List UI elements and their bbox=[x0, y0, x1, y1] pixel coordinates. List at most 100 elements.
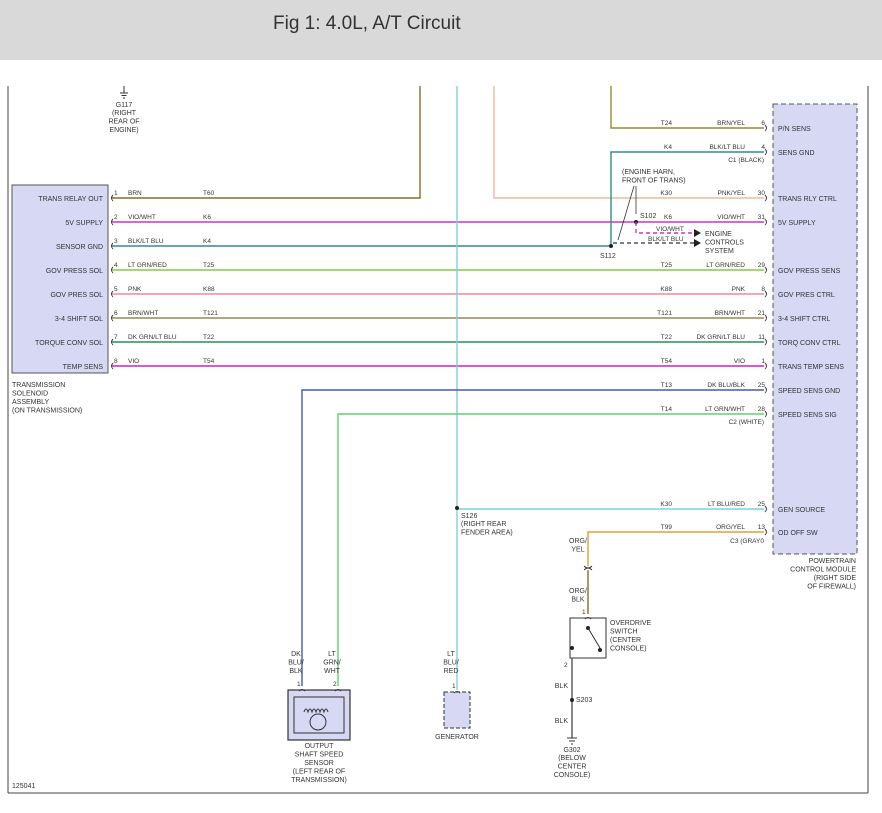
pcm-pin-name: SENS GND bbox=[778, 150, 815, 157]
od-switch-pin2: 2 bbox=[564, 662, 568, 669]
speed-sensor-rotor bbox=[309, 713, 327, 731]
od-switch-contact bbox=[570, 646, 574, 650]
ground-g117-desc: REAR OF bbox=[108, 119, 139, 126]
pcm-pin-name: 3-4 SHIFT CTRL bbox=[778, 316, 830, 323]
engine-controls-wire1: VIO/WHT bbox=[656, 226, 684, 233]
pcm-pin-number: 21 bbox=[758, 310, 766, 317]
wire-circuit-label: T14 bbox=[661, 406, 673, 413]
od-wire-mid-color: ORG/ bbox=[569, 588, 587, 595]
wire-color-label: LT GRN/RED bbox=[128, 262, 167, 269]
splice-s203 bbox=[570, 698, 574, 702]
solenoid-connector-mark bbox=[111, 194, 114, 202]
solenoid-connector-mark bbox=[111, 218, 114, 226]
wire-circuit-label: T121 bbox=[203, 310, 218, 317]
wire-color-label: PNK bbox=[128, 286, 142, 293]
pcm-pin-number: 30 bbox=[758, 190, 766, 197]
figure-header: Fig 1: 4.0L, A/T Circuit bbox=[0, 0, 882, 60]
speed-sensor-label: TRANSMISSION) bbox=[291, 777, 347, 784]
wire-circuit-label: T22 bbox=[661, 334, 673, 341]
speed-sensor-wire2-color: WHT bbox=[324, 668, 341, 675]
figure-id: 125041 bbox=[12, 783, 35, 790]
pcm-pin-name: P/N SENS bbox=[778, 126, 811, 133]
wire-circuit-label: T60 bbox=[203, 190, 215, 197]
wire-color-label: PNK/YEL bbox=[718, 190, 746, 197]
pcm-connector-mark bbox=[764, 148, 767, 156]
pcm-pin-name: SPEED SENS GND bbox=[778, 388, 840, 395]
arrowhead bbox=[694, 239, 701, 247]
pcm-connector-mark bbox=[764, 505, 767, 513]
splice-s126 bbox=[455, 506, 459, 510]
wire-circuit-label: T13 bbox=[661, 382, 673, 389]
od-switch-pin1-mark bbox=[584, 617, 592, 620]
solenoid-pin-number: 5 bbox=[114, 286, 118, 293]
od-wire-top-color: ORG/ bbox=[569, 538, 587, 545]
od-wire-blk2: BLK bbox=[555, 718, 569, 725]
generator-pin: 1 bbox=[452, 683, 456, 690]
pcm-label: OF FIREWALL) bbox=[807, 584, 856, 591]
solenoid-assembly-label: (ON TRANSMISSION) bbox=[12, 408, 82, 415]
pcm-connector-mark bbox=[764, 124, 767, 132]
solenoid-pin-name: 5V SUPPLY bbox=[65, 220, 103, 227]
pcm-pin-number: 11 bbox=[758, 334, 765, 341]
pcm-connector-c2: C2 (WHITE) bbox=[729, 419, 764, 426]
overdrive-switch-box bbox=[569, 617, 607, 659]
pcm-pin-name: TORQ CONV CTRL bbox=[778, 340, 841, 347]
pcm-pin-number: 25 bbox=[758, 501, 766, 508]
splice-s112 bbox=[609, 244, 613, 248]
solenoid-connector-mark bbox=[111, 242, 114, 250]
speed-sensor-label: (LEFT REAR OF bbox=[293, 769, 345, 776]
wire-trans-rly-ctrl bbox=[493, 86, 764, 199]
figure-title: Fig 1: 4.0L, A/T Circuit bbox=[273, 13, 461, 34]
note-arrow bbox=[617, 185, 635, 241]
engine-controls-label: ENGINE bbox=[705, 231, 732, 238]
solenoid-connector-mark bbox=[111, 314, 114, 322]
pcm-pin-name: 5V SUPPLY bbox=[778, 220, 816, 227]
pcm-label: POWERTRAIN bbox=[809, 558, 856, 565]
wire-circuit-label: K4 bbox=[664, 144, 672, 151]
generator-box bbox=[443, 691, 471, 729]
wire-color-label: VIO bbox=[128, 358, 139, 365]
wire-circuit-label: K30 bbox=[660, 501, 672, 508]
solenoid-pin-number: 1 bbox=[114, 190, 118, 197]
generator-wire-color: BLU/ bbox=[443, 660, 459, 667]
engine-harness-note: (ENGINE HARN, bbox=[622, 169, 675, 176]
ground-g117-desc: ENGINE) bbox=[109, 127, 138, 134]
overdrive-switch-label: OVERDRIVE bbox=[610, 620, 652, 627]
pcm-connector-mark bbox=[764, 218, 767, 226]
ground-g117-id: G117 bbox=[116, 102, 133, 109]
wire-circuit-label: K6 bbox=[664, 214, 672, 221]
generator-pin-mark bbox=[453, 691, 461, 694]
wire-color-label: VIO bbox=[734, 358, 745, 365]
wire-circuit-label: T54 bbox=[661, 358, 673, 365]
splice-s126-desc: (RIGHT REAR bbox=[461, 521, 506, 528]
pcm-connector-mark bbox=[764, 290, 767, 298]
pcm-connector-mark bbox=[764, 362, 767, 370]
speed-sensor-pin1: 1 bbox=[297, 681, 301, 688]
wire-circuit-label: K30 bbox=[660, 190, 672, 197]
speed-sensor-box bbox=[287, 689, 351, 741]
pcm-pin-number: 13 bbox=[758, 524, 766, 531]
splice-s126-desc: FENDER AREA) bbox=[461, 530, 513, 537]
wire-circuit-label: T99 bbox=[661, 524, 673, 531]
solenoid-pin-number: 4 bbox=[114, 262, 118, 269]
wire-color-label: BRN/WHT bbox=[715, 310, 745, 317]
speed-sensor-wire2-color: LT bbox=[328, 651, 336, 658]
speed-sensor-label: SENSOR bbox=[304, 760, 334, 767]
solenoid-pin-name: TEMP SENS bbox=[63, 364, 104, 371]
generator-wire-color: LT bbox=[447, 651, 455, 658]
wire-sens-gnd bbox=[610, 151, 764, 246]
wire-color-label: ORG/YEL bbox=[716, 524, 745, 531]
wire-color-label: BRN bbox=[128, 190, 142, 197]
wire-circuit-label: K6 bbox=[203, 214, 211, 221]
speed-sensor-coil bbox=[303, 708, 329, 714]
speed-sensor-wire2-color: GRN/ bbox=[323, 660, 341, 667]
pcm-pin-number: 31 bbox=[758, 214, 766, 221]
ground-g302-desc: CONSOLE) bbox=[554, 772, 591, 779]
pcm-pin-number: 1 bbox=[761, 358, 765, 365]
wire-color-label: DK GRN/LT BLU bbox=[128, 334, 177, 341]
pcm-connector-c3: C3 (GRAY0 bbox=[730, 538, 764, 545]
pcm-box bbox=[772, 103, 858, 555]
wire-color-label: VIO/WHT bbox=[128, 214, 156, 221]
pcm-connector-mark bbox=[764, 194, 767, 202]
pcm-pin-number: 25 bbox=[758, 382, 766, 389]
